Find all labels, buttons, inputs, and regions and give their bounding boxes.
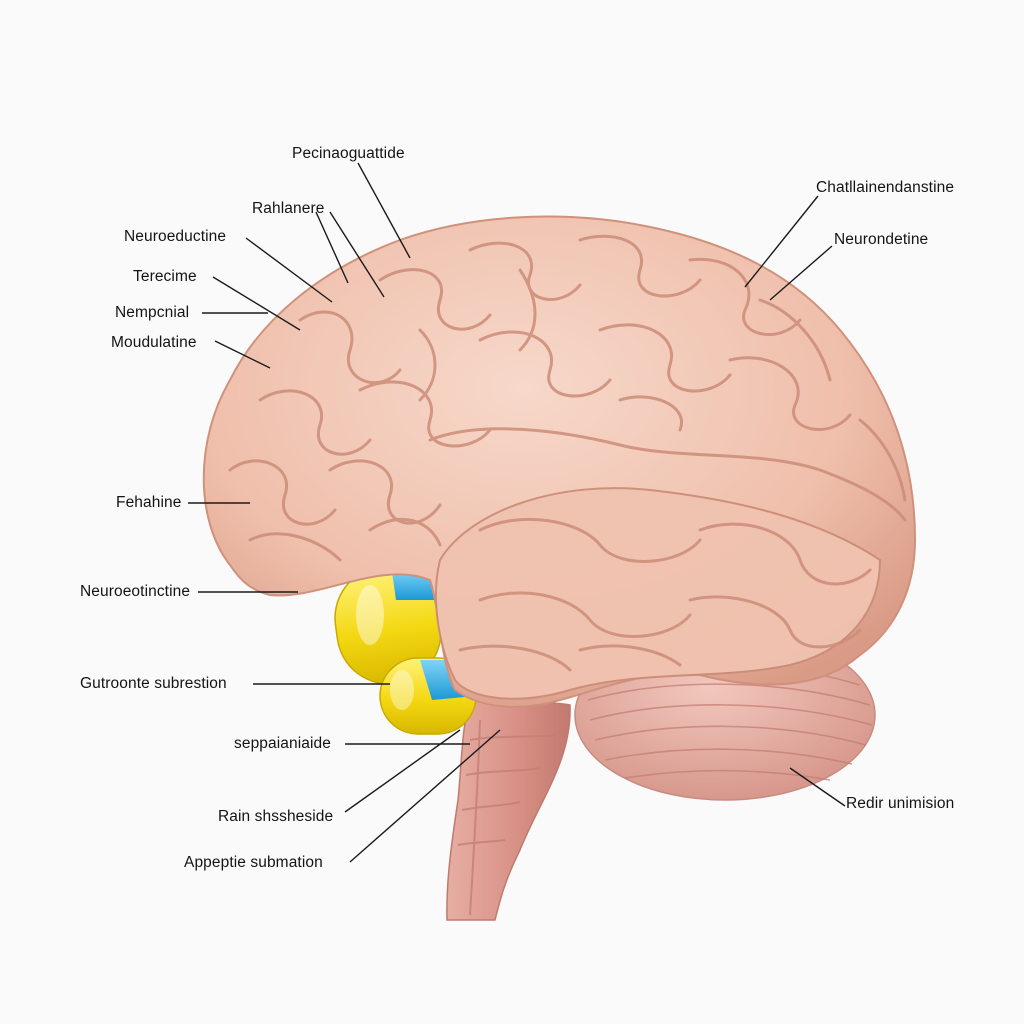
label-nempcnial: Nempcnial bbox=[115, 304, 190, 321]
label-neuroeductine: Neuroeductine bbox=[124, 228, 227, 245]
label-terecime: Terecime bbox=[133, 268, 197, 285]
label-chatllainendanstine: Chatllainendanstine bbox=[816, 179, 955, 196]
label-neurondetine: Neurondetine bbox=[834, 231, 929, 248]
label-gutroonte-subrestion: Gutroonte subrestion bbox=[80, 675, 227, 692]
label-appeptie-submation: Appeptie submation bbox=[184, 854, 323, 871]
label-rain-shssheside: Rain shssheside bbox=[218, 808, 334, 825]
label-moudulatine: Moudulatine bbox=[111, 334, 197, 351]
label-redir-unimision: Redir unimision bbox=[846, 795, 955, 812]
label-rahlanere: Rahlanere bbox=[252, 200, 325, 217]
label-pecinaoguattide: Pecinaoguattide bbox=[292, 145, 405, 162]
label-seppaianiaide: seppaianiaide bbox=[234, 735, 331, 752]
leader-lines bbox=[188, 162, 846, 863]
label-neuroeotinctine: Neuroeotinctine bbox=[80, 583, 191, 600]
label-fehahine: Fehahine bbox=[116, 494, 182, 511]
